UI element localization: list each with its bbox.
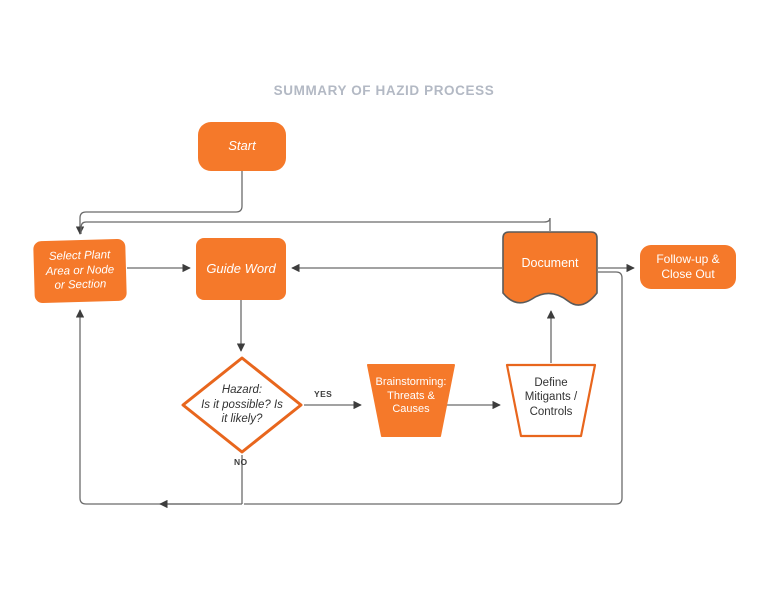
node-start[interactable]: Start [198,122,286,171]
edge-start-to-select-plant [75,171,243,235]
node-hazard-label: Hazard: Is it possible? Is it likely? [201,384,283,426]
node-brainstorm-label: Brainstorming: Threats & Causes [375,375,447,416]
diamond-shape-icon [181,356,303,454]
trapezoid-shape-icon [367,364,455,437]
edge-label-yes: YES [314,389,333,399]
node-define-mitigants-controls[interactable]: Define Mitigants / Controls [505,363,597,438]
trapezoid-outline-shape-icon [505,363,597,438]
node-guide-word[interactable]: Guide Word [196,238,286,300]
node-followup-close-out[interactable]: Follow-up & Close Out [640,245,736,289]
node-followup-label: Follow-up & Close Out [656,251,720,281]
node-brainstorming-threats-causes[interactable]: Brainstorming: Threats & Causes [366,363,456,438]
node-select-plant-label: Select Plant Area or Node or Section [45,249,115,292]
node-guide-word-label: Guide Word [206,260,276,276]
document-shape-icon [502,231,598,306]
edge-document-to-select-plant [80,217,551,234]
node-document-label: Document [521,256,579,271]
node-hazard-decision[interactable]: Hazard: Is it possible? Is it likely? [180,355,304,455]
node-select-plant-area[interactable]: Select Plant Area or Node or Section [33,238,127,304]
page-title: SUMMARY OF HAZID PROCESS [273,83,495,98]
edge-label-no: NO [234,457,248,467]
edge-bottom-return-line [75,309,242,505]
edge-document-right-return [244,271,623,505]
node-start-label: Start [228,138,256,154]
node-mitigants-label: Define Mitigants / Controls [524,376,578,418]
node-document[interactable]: Document [502,231,598,309]
